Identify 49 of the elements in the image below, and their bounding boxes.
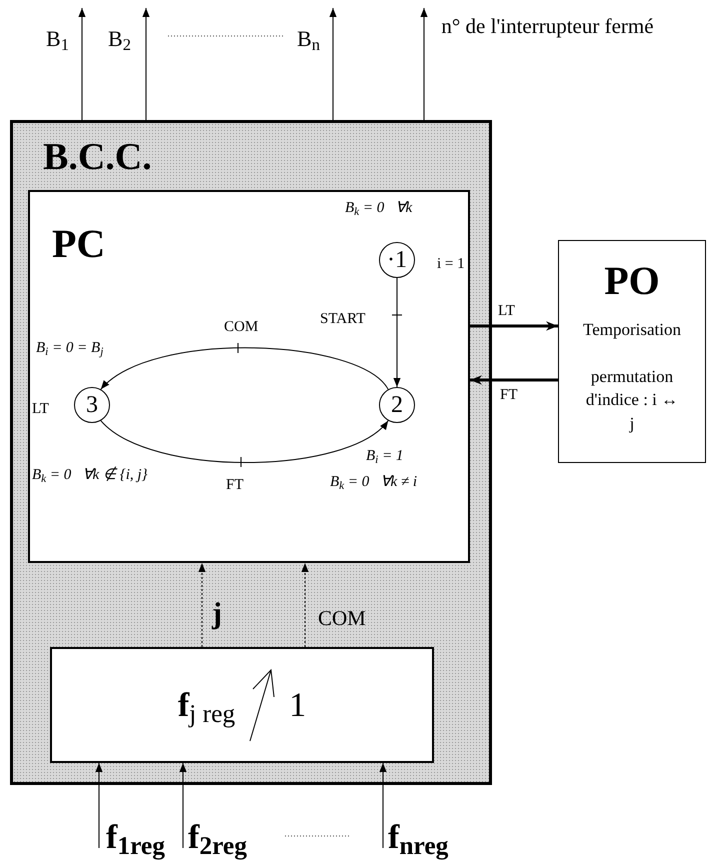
edge-label: f$_{1reg}$ bbox=[106, 818, 166, 862]
register-label: f$_{j reg}$ bbox=[178, 686, 236, 730]
arrow bbox=[100, 347, 389, 390]
arrow bbox=[198, 562, 206, 648]
signal-arrow bbox=[379, 762, 387, 848]
edge-label: B$_{n}$ bbox=[297, 25, 320, 55]
block-description: Temporisation bbox=[583, 319, 681, 341]
state-annotation: B$_{k}$ = 0 ∀k bbox=[345, 200, 412, 216]
edge-label: FT bbox=[226, 476, 244, 495]
block-title: B.C.C. bbox=[43, 136, 152, 178]
state-number: 3 bbox=[86, 393, 98, 417]
state-annotation: LT bbox=[32, 401, 49, 417]
signal-arrow bbox=[179, 762, 187, 848]
block-description: permutation d'indice : i ↔ j bbox=[584, 366, 680, 436]
signal-arrow bbox=[78, 8, 86, 120]
edge-label: f$_{nreg}$ bbox=[388, 818, 448, 862]
operative-part-box bbox=[558, 240, 706, 463]
edge-label: B$_{1}$ bbox=[46, 25, 69, 55]
state-number: 2 bbox=[391, 393, 403, 417]
signal-arrow bbox=[420, 8, 428, 120]
arrow bbox=[100, 420, 389, 464]
edge-label: B$_{2}$ bbox=[108, 25, 131, 55]
signal-arrow bbox=[329, 8, 337, 120]
arrow bbox=[470, 321, 558, 331]
control-block-box bbox=[10, 120, 492, 785]
signal-arrow bbox=[95, 762, 103, 848]
state-annotation: B$_{k}$ = 0 ∀k ≠ i bbox=[330, 474, 418, 490]
block-title: PC bbox=[52, 221, 106, 266]
block-title: PO bbox=[604, 261, 660, 301]
edge-label: n° de l'interrupteur fermé bbox=[440, 14, 655, 38]
arrow bbox=[470, 375, 558, 385]
edge-label: j bbox=[212, 596, 222, 632]
signal-arrow bbox=[142, 8, 150, 120]
edge-label: COM bbox=[224, 318, 258, 337]
arrow bbox=[301, 562, 309, 648]
edge-label: COM bbox=[318, 605, 366, 632]
arrow bbox=[393, 278, 401, 388]
state-annotation: B$_{i}$ = 1 bbox=[366, 448, 404, 464]
state-annotation: B$_{i}$ = 0 = B$_{j}$ bbox=[36, 340, 104, 356]
edge-label: f$_{2reg}$ bbox=[188, 818, 248, 862]
register-box bbox=[50, 647, 434, 763]
state-annotation: B$_{k}$ = 0 ∀k ∉ {i, j} bbox=[32, 467, 148, 483]
state-number: ·1 bbox=[387, 248, 407, 272]
edge-label: LT bbox=[498, 302, 515, 321]
control-part-box bbox=[28, 190, 470, 563]
edge-label: FT bbox=[500, 386, 518, 405]
edge-label: START bbox=[320, 310, 366, 329]
state-annotation: i = 1 bbox=[437, 256, 465, 272]
increment-value: 1 bbox=[289, 686, 306, 726]
